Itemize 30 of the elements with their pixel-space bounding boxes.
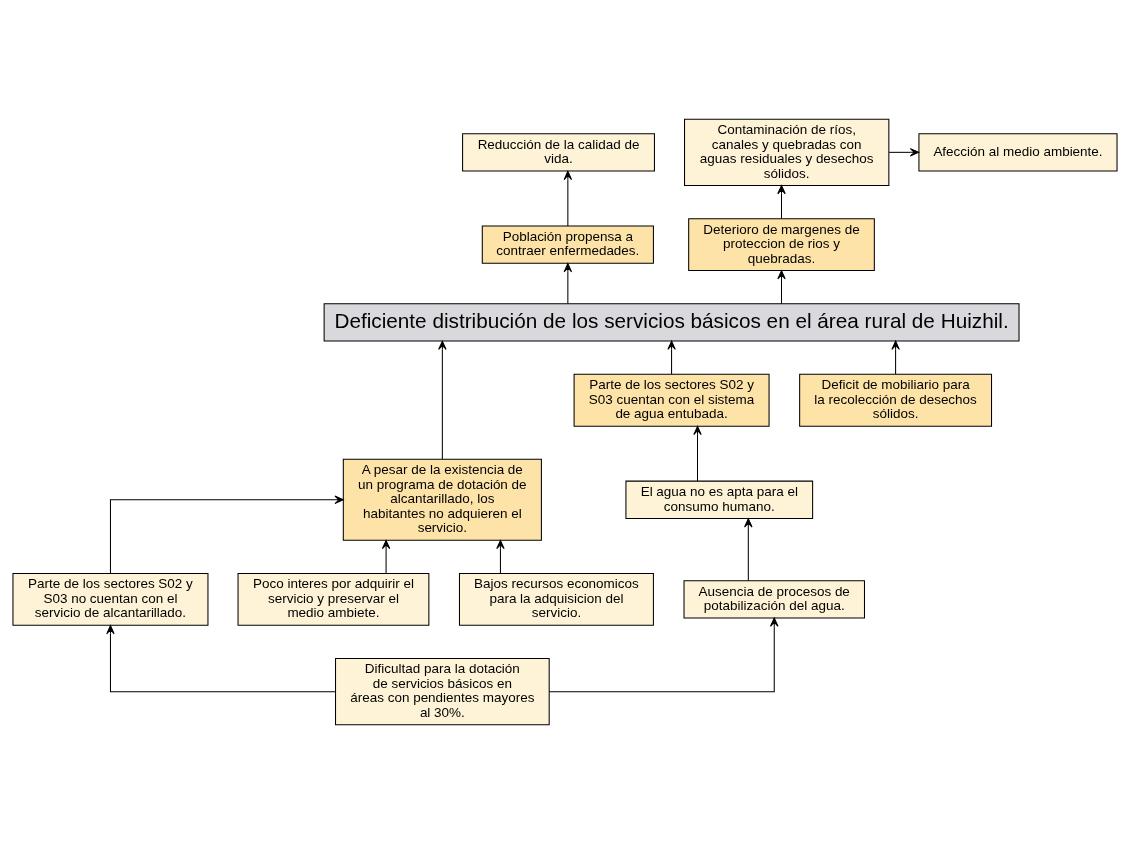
node-box: El agua no es apta para el consumo humano. [625,480,814,519]
arrow [438,340,447,460]
arrow [891,340,900,375]
node-box: Deficiente distribución de los servicios básicos en el área rural de Huizhil. [323,303,1020,342]
node-box: Contaminación de ríos, canales y quebradas con aguas residuales y desechos sólidos. [684,118,890,187]
arrow [106,625,337,693]
node-box: Poco interes por adquirir el servicio y preservar el medio ambiete. [237,572,430,626]
arrow [744,518,753,582]
arrow [109,495,344,574]
arrow [563,170,573,227]
node-box: Reducción de la calidad de vida. [462,133,655,172]
node-box: Población propensa a contraer enfermedades. [481,225,654,264]
node-box: Ausencia de procesos de potabilización del agua. [683,580,865,619]
node-box: Parte de los sectores S02 y S03 cuentan con el sistema de agua entubada. [573,373,770,427]
node-box: A pesar de la existencia de un programa de dotación de alcantarillado, los habitantes no adquieren el servicio. [342,458,542,541]
arrow [888,148,920,157]
arrow [777,185,786,219]
arrow [548,617,779,693]
node-box: Bajos recursos economicos para la adquisicion del servicio. [458,572,654,626]
node-box: Deterioro de margenes de proteccion de rios y quebradas. [688,218,875,272]
arrow [563,263,573,305]
arrow [381,539,391,574]
arrow [667,340,676,375]
node-box: Deficit de mobiliario para la recolección de desechos sólidos. [799,373,993,427]
node-box: Parte de los sectores S02 y S03 no cuentan con el servicio de alcantarillado. [12,572,209,626]
arrow [693,425,702,482]
arrow [496,539,505,574]
node-box: Dificultad para la dotación de servicios básicos en áreas con pendientes mayores al 30%. [335,657,550,726]
node-box: Afección al medio ambiente. [918,133,1118,172]
arrow [777,270,786,305]
